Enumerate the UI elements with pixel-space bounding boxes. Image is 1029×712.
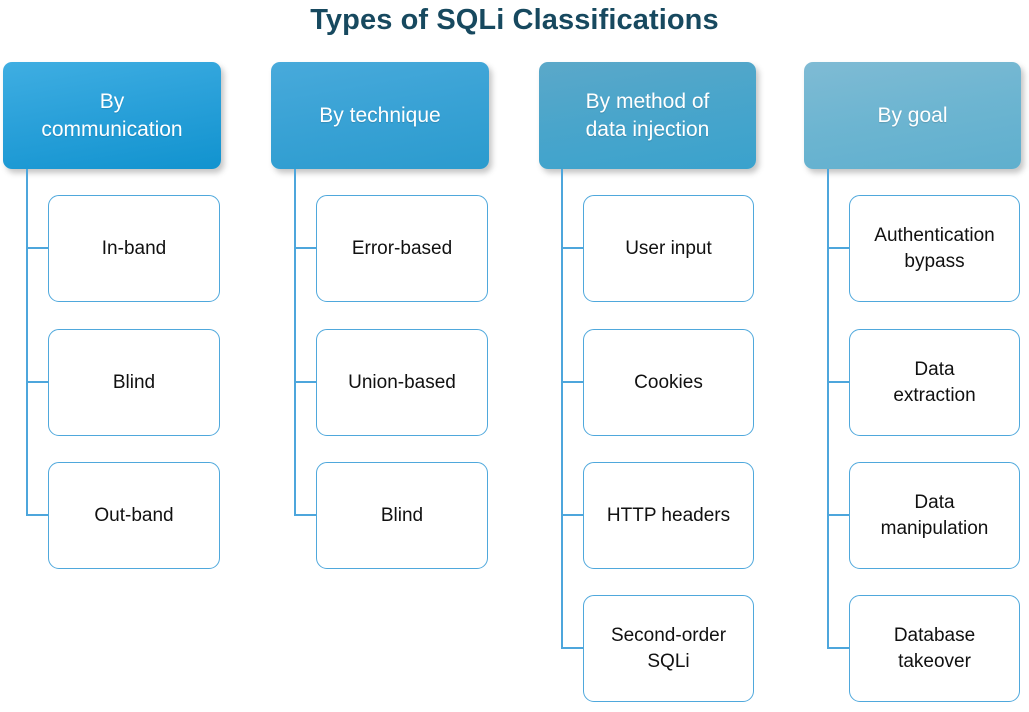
- child-box-cookies[interactable]: Cookies: [583, 329, 754, 436]
- header-label: By communication: [41, 89, 183, 141]
- connector-stub: [294, 514, 317, 517]
- child-box-user-input[interactable]: User input: [583, 195, 754, 302]
- header-label: By goal: [877, 103, 948, 127]
- child-box-data-manipulation[interactable]: Data manipulation: [849, 462, 1020, 569]
- connector-trunk: [26, 169, 29, 516]
- child-box-http-headers[interactable]: HTTP headers: [583, 462, 754, 569]
- child-label: Blind: [112, 371, 156, 393]
- connector-stub: [827, 514, 850, 517]
- child-label: Database takeover: [893, 624, 976, 672]
- child-label: Authentication bypass: [874, 224, 995, 272]
- child-box-error-based[interactable]: Error-based: [316, 195, 488, 302]
- connector-stub: [294, 381, 317, 384]
- header-label: By technique: [319, 103, 441, 127]
- connector-stub: [26, 381, 49, 384]
- connector-stub: [827, 247, 850, 250]
- child-box-database-takeover[interactable]: Database takeover: [849, 595, 1020, 702]
- child-box-blind[interactable]: Blind: [316, 462, 488, 569]
- child-box-data-extraction[interactable]: Data extraction: [849, 329, 1020, 436]
- header-box-by-communication[interactable]: By communication: [3, 62, 221, 169]
- child-label: HTTP headers: [606, 504, 731, 526]
- child-label: Union-based: [348, 371, 456, 393]
- connector-stub: [561, 381, 584, 384]
- header-label: By method of data injection: [585, 89, 710, 141]
- child-box-blind[interactable]: Blind: [48, 329, 220, 436]
- child-label: Error-based: [351, 237, 453, 259]
- connector-stub: [561, 247, 584, 250]
- child-label: Data manipulation: [880, 491, 989, 539]
- child-box-second-order-sqli[interactable]: Second-order SQLi: [583, 595, 754, 702]
- child-label: Blind: [380, 504, 424, 526]
- child-box-union-based[interactable]: Union-based: [316, 329, 488, 436]
- connector-stub: [26, 514, 49, 517]
- header-box-by-goal[interactable]: By goal: [804, 62, 1021, 169]
- child-label: User input: [625, 237, 712, 259]
- connector-trunk: [561, 169, 564, 649]
- header-box-by-technique[interactable]: By technique: [271, 62, 489, 169]
- child-label: Cookies: [634, 371, 703, 393]
- connector-stub: [827, 647, 850, 650]
- child-box-in-band[interactable]: In-band: [48, 195, 220, 302]
- child-label: Second-order SQLi: [610, 624, 727, 672]
- connector-trunk: [294, 169, 297, 516]
- child-label: Out-band: [94, 504, 174, 526]
- connector-trunk: [827, 169, 830, 649]
- connector-stub: [26, 247, 49, 250]
- child-label: Data extraction: [893, 358, 976, 406]
- child-box-authentication-bypass[interactable]: Authentication bypass: [849, 195, 1020, 302]
- connector-stub: [827, 381, 850, 384]
- connector-stub: [561, 647, 584, 650]
- header-box-by-method-of-data-injection[interactable]: By method of data injection: [539, 62, 756, 169]
- connector-stub: [294, 247, 317, 250]
- child-label: In-band: [101, 237, 167, 259]
- connector-stub: [561, 514, 584, 517]
- page-title: Types of SQLi Classifications: [310, 4, 719, 36]
- child-box-out-band[interactable]: Out-band: [48, 462, 220, 569]
